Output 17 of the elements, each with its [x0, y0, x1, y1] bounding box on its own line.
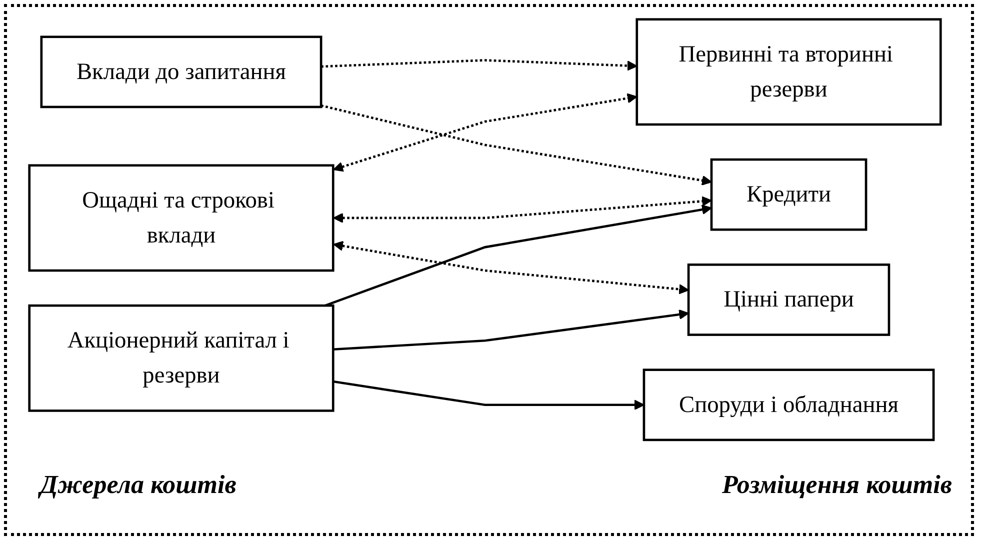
node-box: Споруди і обладнання	[642, 369, 935, 442]
node-box: Вклади до запитання	[40, 36, 322, 108]
arrow	[332, 380, 644, 410]
node-box: Первинні та вторинні резерви	[636, 18, 942, 126]
arrow	[333, 241, 689, 295]
node-box: Кредити	[710, 158, 868, 232]
node-box: Ощадні та строкові вклади	[28, 164, 334, 272]
arrow	[333, 94, 638, 172]
arrow	[321, 59, 638, 72]
section-label: Джерела коштів	[40, 470, 236, 500]
arrow	[320, 104, 712, 186]
node-box: Цінні папери	[687, 264, 890, 336]
section-label: Розміщення коштів	[722, 470, 952, 500]
arrow	[333, 310, 689, 351]
arrow	[324, 204, 712, 308]
node-box: Акціонерний капітал і резерви	[28, 304, 334, 412]
arrow	[333, 196, 712, 224]
